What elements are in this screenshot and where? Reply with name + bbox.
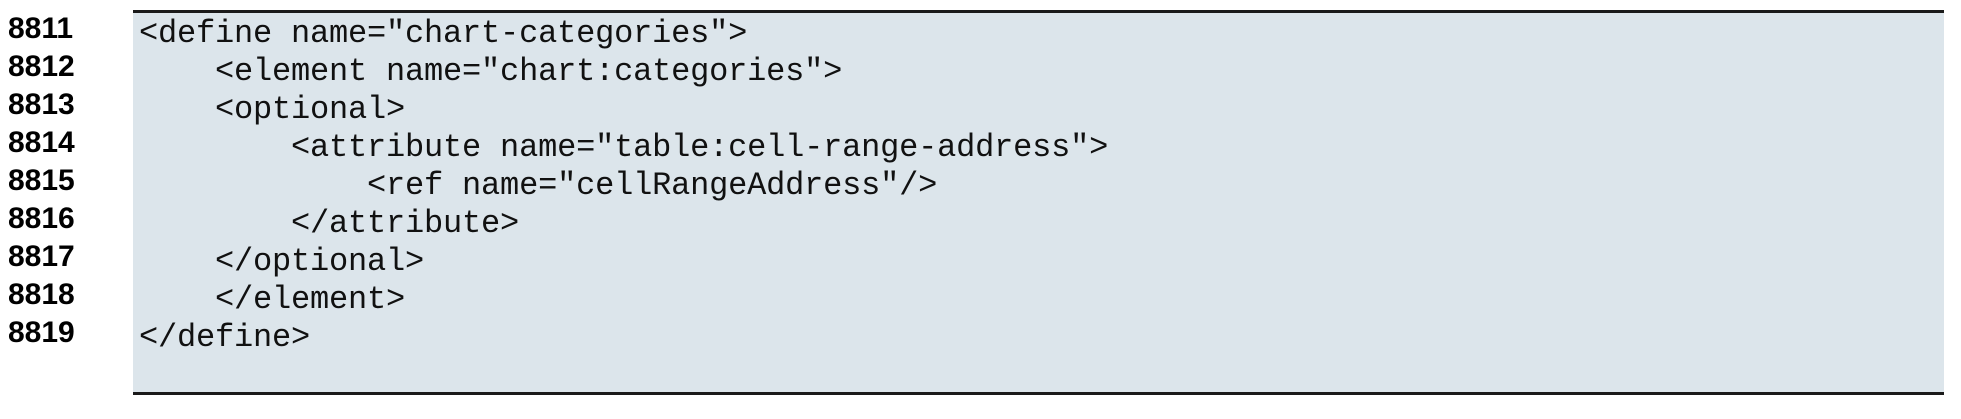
code-line: <optional> [139,91,406,128]
code-line: <define name="chart-categories"> [139,15,748,52]
line-number: 8816 [8,202,75,235]
line-number: 8815 [8,164,75,197]
code-block: <define name="chart-categories"> <elemen… [133,10,1944,395]
line-number: 8814 [8,126,75,159]
code-line: <attribute name="table:cell-range-addres… [139,129,1109,166]
code-line: </define> [139,319,311,356]
code-lines: <define name="chart-categories"> <elemen… [133,13,1944,357]
code-line: </attribute> [139,205,520,242]
line-number: 8819 [8,316,75,349]
line-number: 8817 [8,240,75,273]
code-line: <ref name="cellRangeAddress"/> [139,167,938,204]
line-number: 8818 [8,278,75,311]
line-number: 8811 [8,12,74,45]
code-line: </element> [139,281,406,318]
line-number-gutter: 8811 8812 8813 8814 8815 8816 8817 8818 … [0,10,133,395]
code-line: </optional> [139,243,425,280]
line-number: 8812 [8,50,75,83]
line-number: 8813 [8,88,75,121]
code-line: <element name="chart:categories"> [139,53,843,90]
